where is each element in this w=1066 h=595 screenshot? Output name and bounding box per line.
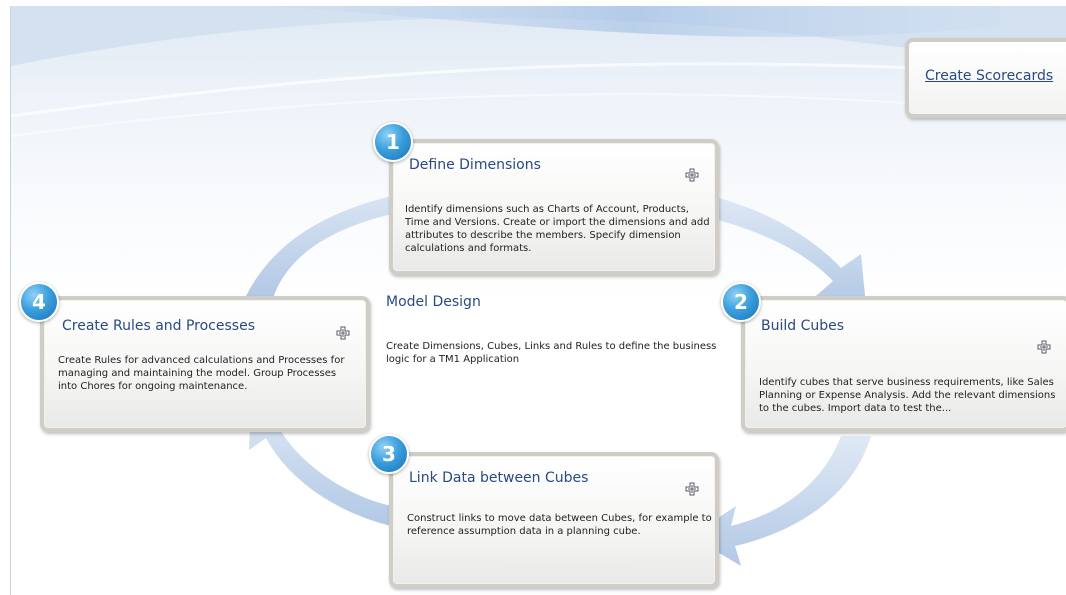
step-title[interactable]: Build Cubes	[761, 318, 845, 334]
step-number-badge: 2	[721, 282, 761, 322]
step-title[interactable]: Create Rules and Processes	[62, 318, 255, 334]
step-number-badge: 4	[19, 282, 59, 322]
step-card-build-cubes[interactable]: Build Cubes Identify cubes that serve bu…	[741, 296, 1066, 432]
step-title[interactable]: Define Dimensions	[409, 157, 541, 173]
step-card-create-rules-and-processes[interactable]: Create Rules and Processes Create Rules …	[40, 296, 370, 432]
step-title[interactable]: Link Data between Cubes	[409, 470, 589, 486]
model-design-workspace: Create Scorecards Define Dimensions Iden…	[10, 6, 1066, 595]
cycle-arrows-graphic	[246, 178, 871, 566]
step-description: Identify dimensions such as Charts of Ac…	[405, 204, 710, 254]
step-description: Construct links to move data between Cub…	[407, 513, 712, 537]
step-card-link-data-between-cubes[interactable]: Link Data between Cubes Construct links …	[389, 452, 719, 588]
expand-icon[interactable]	[685, 482, 699, 496]
expand-icon[interactable]	[685, 168, 699, 182]
step-card-define-dimensions[interactable]: Define Dimensions Identify dimensions su…	[389, 139, 719, 275]
step-description: Identify cubes that serve business requi…	[759, 377, 1056, 414]
create-scorecards-panel: Create Scorecards	[905, 38, 1066, 118]
step-number-badge: 1	[373, 122, 413, 162]
create-scorecards-link[interactable]: Create Scorecards	[925, 68, 1054, 84]
expand-icon[interactable]	[336, 326, 350, 340]
model-design-title: Model Design	[386, 294, 481, 310]
model-design-description: Create Dimensions, Cubes, Links and Rule…	[386, 341, 717, 365]
expand-icon[interactable]	[1037, 340, 1051, 354]
step-number-badge: 3	[369, 434, 409, 474]
step-description: Create Rules for advanced calculations a…	[58, 355, 345, 392]
header-swoosh-graphic	[11, 6, 1066, 137]
